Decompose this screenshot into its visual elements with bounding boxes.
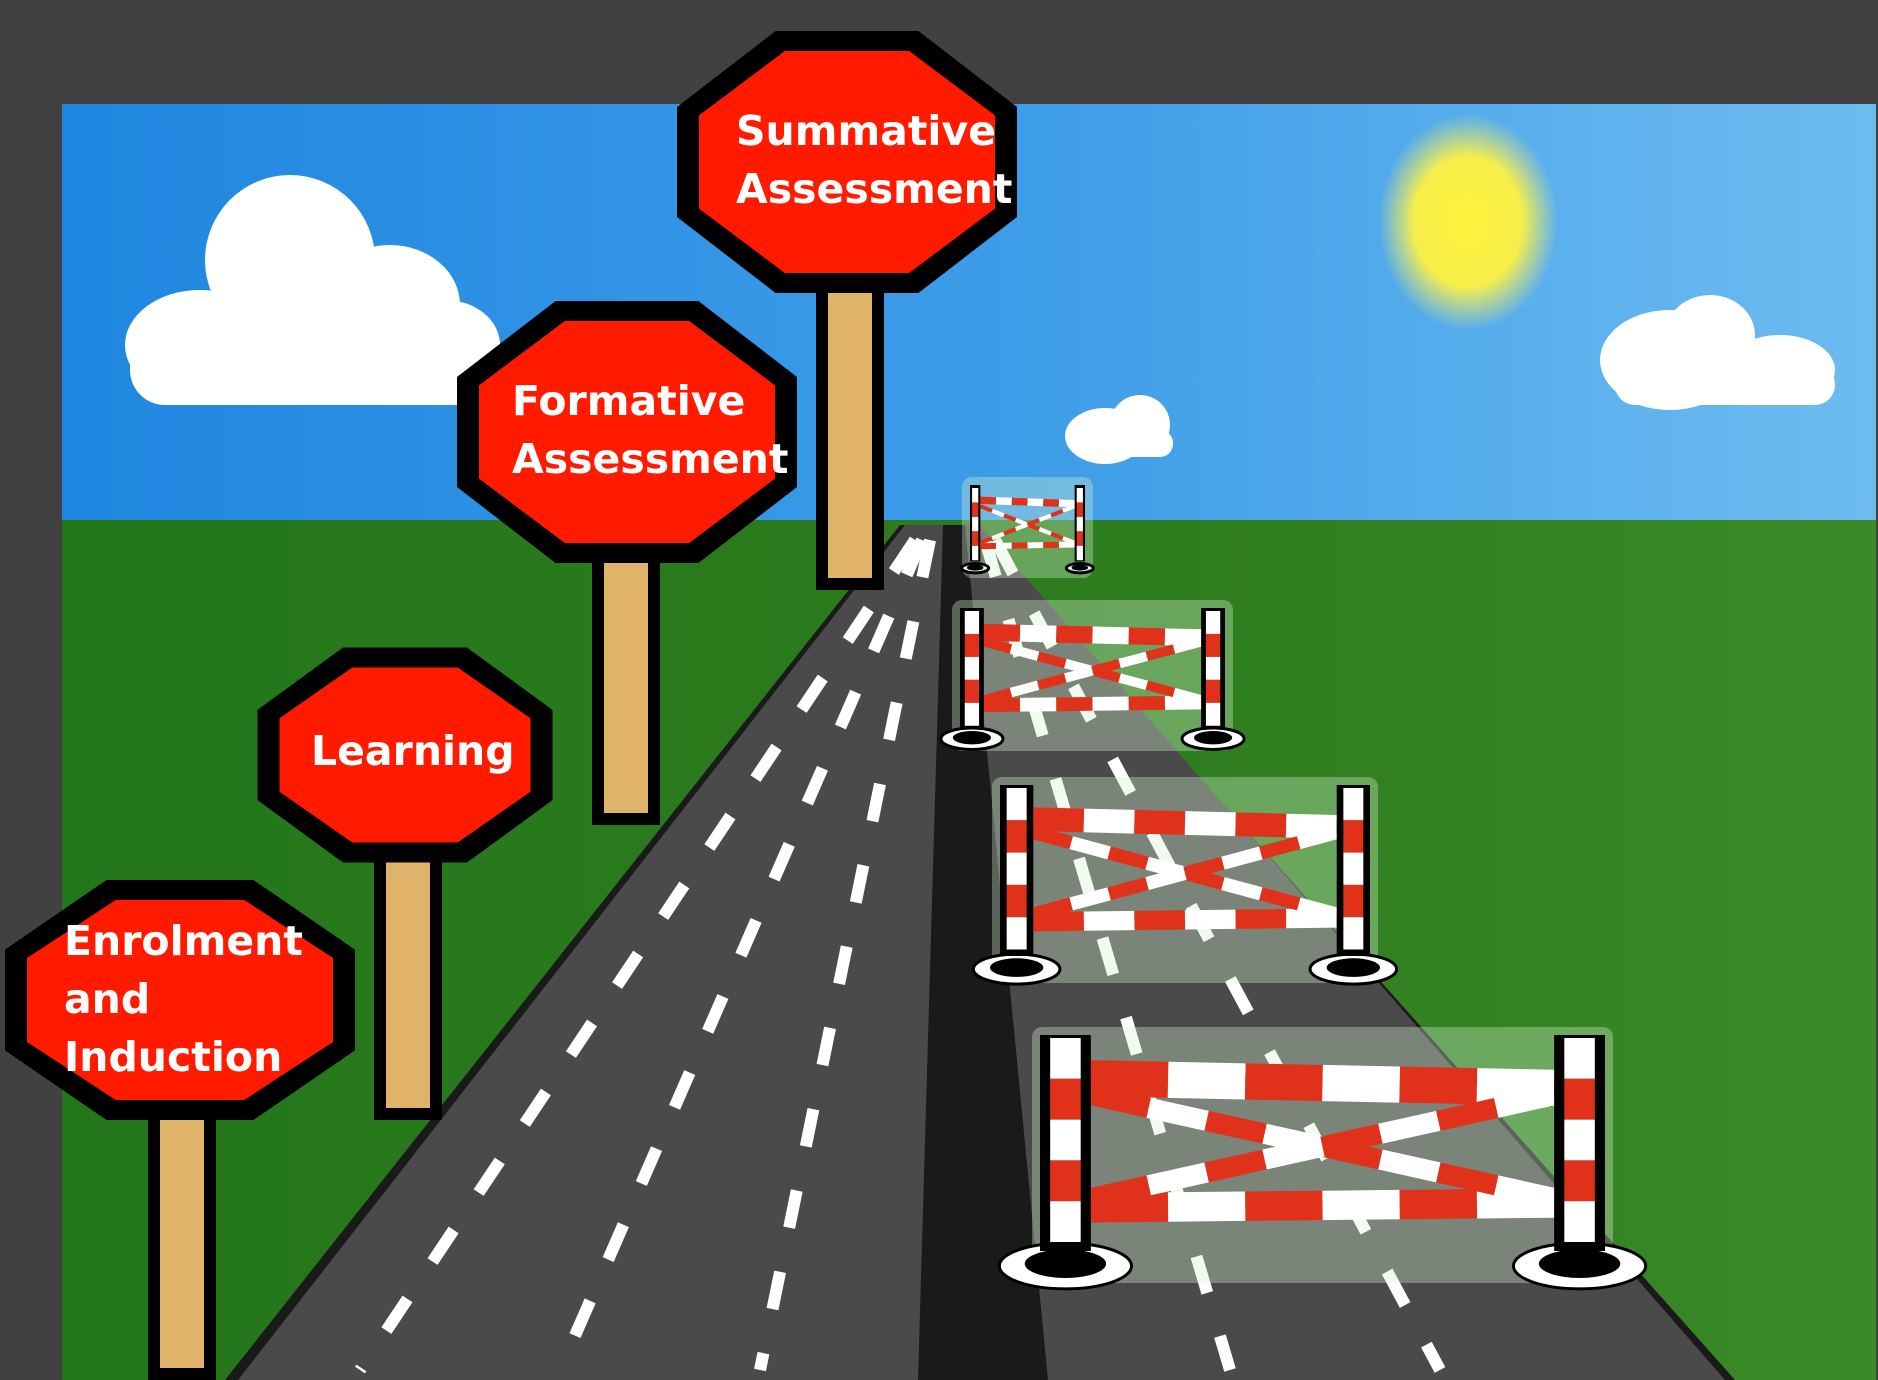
sign-label-formative: Formative bbox=[512, 377, 745, 425]
sign-label-learning: Learning bbox=[311, 727, 515, 775]
cloud-right bbox=[1600, 295, 1835, 410]
sign-label-formative: Assessment bbox=[512, 435, 788, 483]
cloud-small bbox=[1065, 395, 1173, 464]
sign-label-enrolment: Enrolment bbox=[64, 917, 303, 965]
sign-label-enrolment: and bbox=[64, 975, 150, 1023]
barrier bbox=[997, 1027, 1648, 1291]
sign-label-summative: Assessment bbox=[736, 165, 1012, 213]
barrier bbox=[971, 777, 1399, 986]
barrier bbox=[960, 477, 1095, 578]
barrier bbox=[939, 600, 1246, 751]
sign-label-enrolment: Induction bbox=[64, 1033, 282, 1081]
sign-label-summative: Summative bbox=[736, 107, 996, 155]
sign-octagon bbox=[699, 51, 995, 273]
sign-octagon bbox=[27, 900, 333, 1100]
sign-post-wood bbox=[160, 1100, 204, 1368]
sign-learning: Learning bbox=[257, 647, 553, 1120]
sign-octagon bbox=[479, 321, 775, 543]
sign-post-wood bbox=[604, 540, 648, 813]
sign-octagon bbox=[279, 667, 531, 843]
sign-post-wood bbox=[386, 850, 430, 1108]
sign-post-wood bbox=[828, 280, 872, 578]
road bbox=[225, 525, 1735, 1380]
sun bbox=[1378, 114, 1558, 330]
